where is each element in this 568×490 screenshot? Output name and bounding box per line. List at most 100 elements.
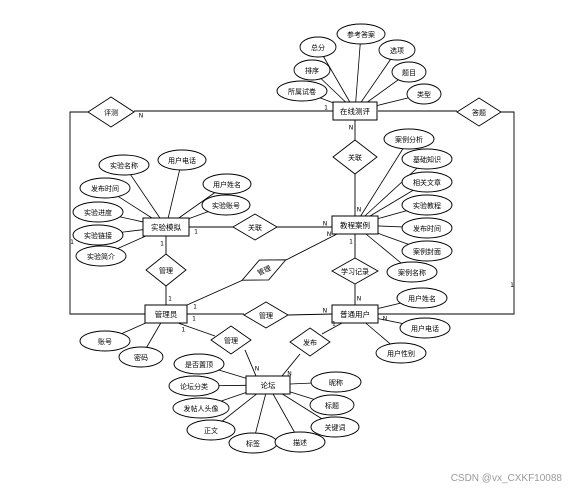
attribute-label: 发布时间 xyxy=(413,224,441,233)
cardinality-mark: N xyxy=(383,316,388,323)
relationship-r_assoc_lab: 关联 xyxy=(232,213,278,241)
cardinality-mark: N xyxy=(139,113,144,120)
attribute-ellipse xyxy=(274,431,326,453)
relationship-lines xyxy=(69,110,515,377)
attribute-ellipse xyxy=(118,346,164,368)
attribute-label: 选项 xyxy=(390,46,404,55)
entity-label: 论坛 xyxy=(261,380,276,390)
attribute-ellipse xyxy=(186,419,236,441)
attribute-f_body: 正文 xyxy=(186,419,236,441)
relationship-diamond xyxy=(232,213,278,241)
attribute-ad_password: 密码 xyxy=(118,346,164,368)
attribute-a_order: 排序 xyxy=(293,59,331,81)
attribute-label: 标题 xyxy=(325,401,339,410)
attribute-label: 参考答案 xyxy=(347,30,375,39)
cardinality-mark: 1 xyxy=(324,105,328,112)
attribute-link xyxy=(355,33,362,103)
attribute-l_progress: 实验进度 xyxy=(72,201,124,223)
cardinality-mark: N xyxy=(255,365,260,372)
relationship-label: 管理 xyxy=(224,336,238,345)
attribute-ellipse xyxy=(375,342,427,364)
attribute-c_tutorial: 实验教程 xyxy=(401,194,453,216)
relationship-label: 关联 xyxy=(248,223,262,232)
relationships: 评测答题关联关联管理学习记录管理管理管理发布 xyxy=(87,96,502,357)
attribute-ellipse xyxy=(336,23,386,45)
relationship-label: 管理 xyxy=(259,311,273,320)
relationship-r_assoc_case: 关联 xyxy=(332,139,378,175)
attribute-ellipse xyxy=(79,330,131,352)
entity-label: 教程案例 xyxy=(340,220,370,230)
relationship-r_answer: 答题 xyxy=(456,97,502,127)
cardinality-mark: 1 xyxy=(160,241,164,248)
attribute-l_name: 实验名称 xyxy=(98,154,150,176)
cardinality-mark: 1 xyxy=(349,239,353,246)
cardinality-mark: 1 xyxy=(510,282,514,289)
attribute-ellipse xyxy=(378,39,416,61)
attribute-u_gender: 用户性别 xyxy=(375,342,427,364)
connector-line xyxy=(186,279,244,306)
attribute-f_avatar: 发帖人头像 xyxy=(172,397,230,419)
connector-line xyxy=(281,353,301,377)
relationship-label: 关联 xyxy=(348,153,362,162)
attribute-ellipse xyxy=(309,394,355,416)
cardinality-mark: 1 xyxy=(193,303,197,310)
connector-line xyxy=(244,349,257,377)
attribute-f_tag: 标签 xyxy=(228,432,278,454)
entity-user: 普通用户 xyxy=(331,304,379,324)
attribute-ellipse xyxy=(168,375,220,397)
relationship-diamond xyxy=(87,96,135,128)
cardinality-mark: N xyxy=(357,296,362,303)
attribute-ellipse xyxy=(293,59,331,81)
relationship-r_manage_user: 管理 xyxy=(243,301,289,329)
attribute-ellipse xyxy=(79,177,131,199)
entity-forum: 论坛 xyxy=(245,375,291,395)
attribute-label: 用户性别 xyxy=(387,349,415,358)
attribute-c_time: 发布时间 xyxy=(401,217,453,239)
entities: 在线测评教程案例实验模拟管理员普通用户论坛 xyxy=(142,101,379,395)
attribute-a_type: 类型 xyxy=(406,83,442,105)
attribute-ellipse xyxy=(310,371,362,393)
cardinality-mark: 1 xyxy=(192,316,196,323)
attribute-label: 是否置顶 xyxy=(185,361,213,369)
attribute-f_cat: 论坛分类 xyxy=(168,375,220,397)
relationship-r_publish: 发布 xyxy=(289,327,331,357)
cardinality-mark: N xyxy=(323,221,328,228)
attribute-c_analysis: 案例分析 xyxy=(383,128,435,150)
attribute-ellipse xyxy=(202,173,252,195)
attribute-a_option: 选项 xyxy=(378,39,416,61)
attribute-a_score: 总分 xyxy=(299,36,337,58)
attribute-ellipse xyxy=(401,148,453,170)
attribute-label: 正文 xyxy=(204,426,218,435)
attribute-ellipse xyxy=(173,353,225,375)
cardinality-mark: N xyxy=(349,125,354,132)
attribute-ellipse xyxy=(75,245,127,267)
attribute-label: 用户电话 xyxy=(411,324,439,333)
attribute-ellipse xyxy=(386,261,438,283)
attribute-label: 发帖人头像 xyxy=(184,404,219,413)
attribute-f_title: 标题 xyxy=(309,394,355,416)
entity-box xyxy=(142,217,190,237)
attribute-a_question: 题目 xyxy=(391,61,427,83)
relationship-label: 学习记录 xyxy=(341,267,369,276)
cardinality-mark: 1 xyxy=(332,320,336,327)
attribute-l_phone: 用户电话 xyxy=(157,149,207,171)
attribute-label: 实验简介 xyxy=(87,252,115,261)
attribute-f_desc: 描述 xyxy=(274,431,326,453)
attribute-label: 总分 xyxy=(311,43,325,52)
attribute-label: 实验链接 xyxy=(84,231,112,240)
attribute-c_article: 相关文章 xyxy=(401,171,453,193)
attribute-ellipse xyxy=(401,240,453,262)
attribute-label: 用户姓名 xyxy=(213,180,241,189)
relationship-r_manage_lab: 管理 xyxy=(145,253,187,287)
attribute-l_time: 发布时间 xyxy=(79,177,131,199)
attribute-ad_account: 账号 xyxy=(79,330,131,352)
cardinality-mark: 1 xyxy=(194,229,198,236)
attribute-link xyxy=(360,138,410,217)
attribute-ellipse xyxy=(401,217,453,239)
attribute-ellipse xyxy=(406,83,442,105)
attribute-label: 标签 xyxy=(246,439,260,448)
relationship-label: 评测 xyxy=(104,109,118,117)
attribute-ellipse xyxy=(98,154,150,176)
entity-label: 实验模拟 xyxy=(151,222,181,232)
